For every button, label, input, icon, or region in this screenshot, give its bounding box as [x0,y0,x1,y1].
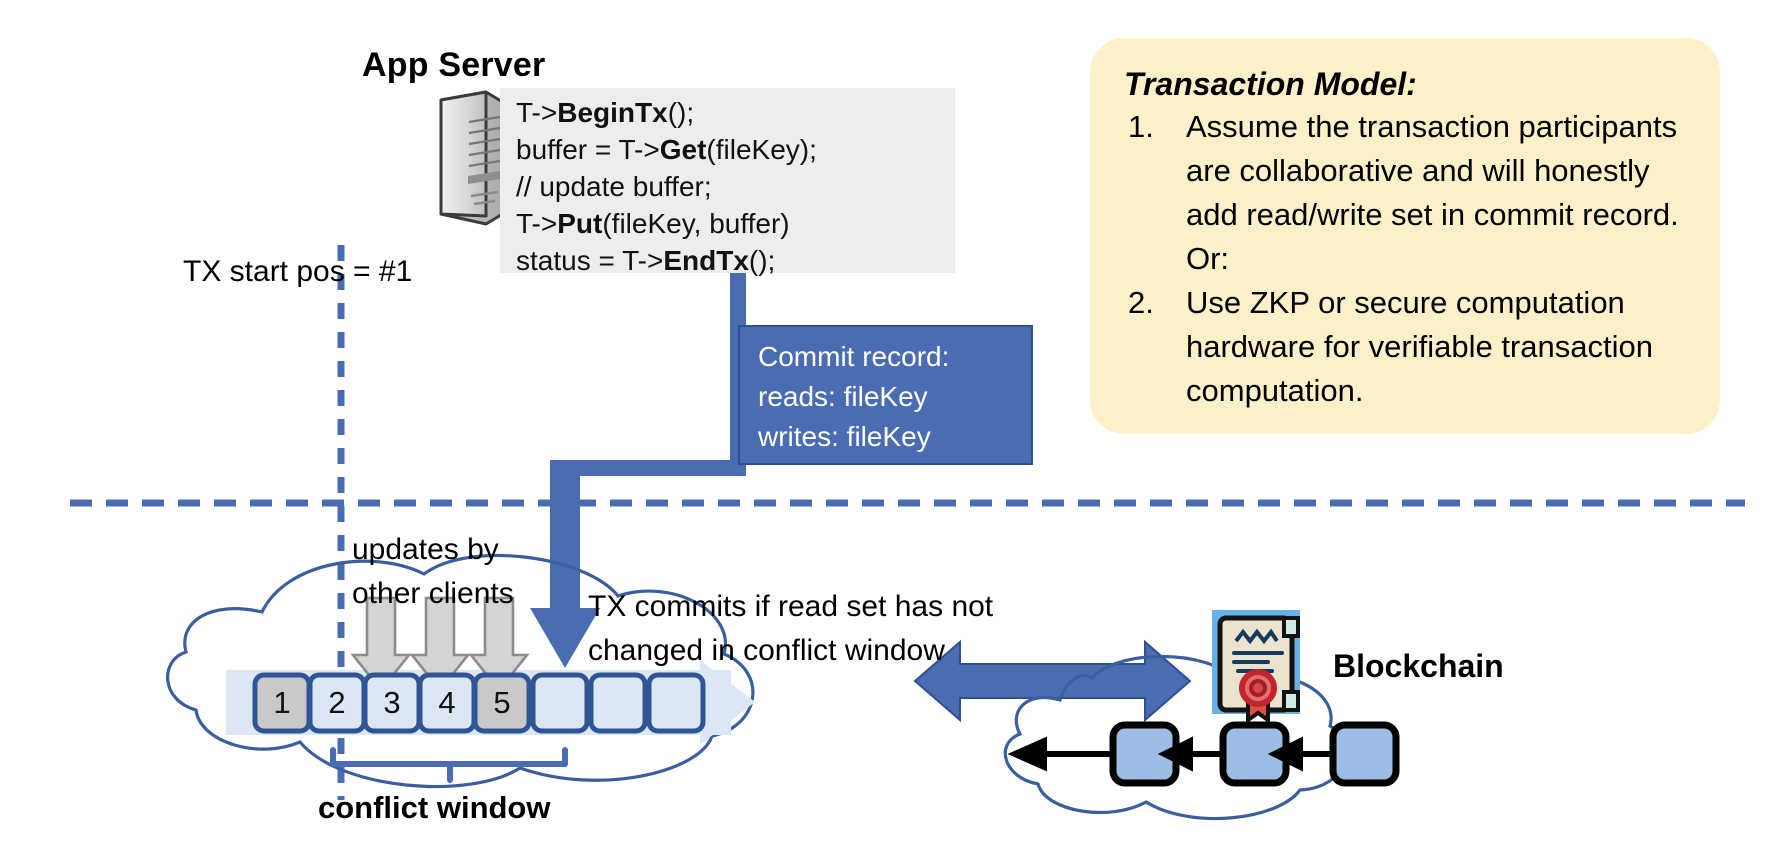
commit-record-line: writes: fileKey [758,421,931,452]
updates-by-other-clients-label: updates by other clients [352,528,514,616]
log-block-label: 1 [273,685,291,720]
log-block-label: 4 [438,685,456,720]
log-cloud [166,553,755,789]
log-block-label: 5 [493,685,511,720]
conflict-window-label: conflict window [318,790,551,825]
blockchain-label: Blockchain [1333,648,1504,684]
transaction-model-list: 1. Assume the transaction participants a… [1124,105,1690,413]
transaction-model-title: Transaction Model: [1124,66,1417,102]
code-line: status = T->EndTx(); [516,245,776,276]
transaction-model-item: 2. Use ZKP or secure computation hardwar… [1124,281,1690,413]
label-line: other clients [352,577,514,610]
list-text: Use ZKP or secure computation hardware f… [1186,285,1653,408]
code-line: // update buffer; [516,171,712,202]
blockchain-cloud [1003,654,1349,821]
sync-double-arrow [913,639,1192,723]
tx-commits-condition-label: TX commits if read set has not changed i… [588,585,993,673]
commit-record-line: Commit record: [758,341,950,372]
tx-start-pos-label: TX start pos = #1 [183,255,413,288]
list-text: Assume the transaction participants are … [1186,109,1679,276]
label-line: TX commits if read set has not [588,590,994,623]
log-block-label: 2 [328,685,346,720]
code-snippet-box [500,88,955,273]
app-server-title: App Server [362,46,546,84]
code-snippet-lines: T->BeginTx(); buffer = T->Get(fileKey); … [516,94,956,279]
transaction-model-item: 1. Assume the transaction participants a… [1124,105,1690,281]
commit-record-line: reads: fileKey [758,381,928,412]
list-number: 1. [1128,109,1154,144]
code-line: T->BeginTx(); [516,97,695,128]
certificate-seal-icon [1212,610,1300,724]
list-number: 2. [1128,285,1154,320]
label-line: changed in conflict window [588,634,945,667]
blockchain-blocks [1007,721,1400,787]
commit-flow-arrow [530,272,746,668]
label-line: updates by [352,533,499,566]
log-block-label: 3 [383,685,401,720]
log-blocks [252,672,706,734]
server-tower-icon [439,90,508,226]
log-continuation-arrow [700,660,755,745]
code-line: T->Put(fileKey, buffer) [516,208,790,239]
commit-record-box: Commit record: reads: fileKey writes: fi… [738,325,1033,465]
transaction-model-callout: Transaction Model: 1. Assume the transac… [1090,38,1720,434]
code-line: buffer = T->Get(fileKey); [516,134,817,165]
conflict-window-brace [330,747,568,783]
